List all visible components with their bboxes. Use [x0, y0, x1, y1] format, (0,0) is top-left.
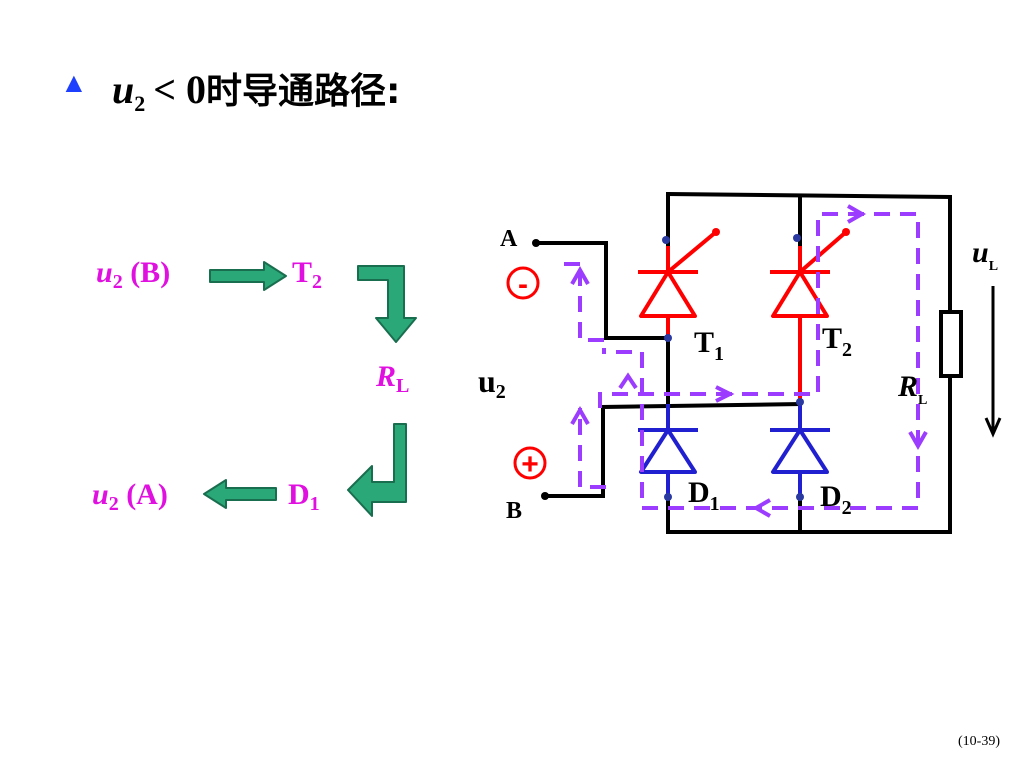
flow-arrow-left-icon [203, 479, 277, 509]
minus-polarity-icon: - [506, 266, 540, 301]
flow-step-u2-a: u2 (A) [92, 478, 168, 515]
flow-arrow-down-left-icon [347, 423, 407, 517]
diode-d2-icon [770, 404, 830, 500]
node-b-dot [541, 492, 549, 500]
plus-polarity-icon: + [513, 446, 547, 481]
slide-title: u2 < 0时导通路径: [112, 62, 401, 116]
flow-step4-name: D [288, 478, 310, 511]
d1-label: D1 [688, 476, 720, 515]
title-variable: u [112, 67, 135, 112]
source-label: u2 [478, 363, 506, 403]
diode-d1-icon [638, 404, 698, 500]
flow-step5-sub: 2 [108, 493, 119, 515]
t2-label: T2 [822, 322, 852, 361]
flow-step-u2-b: u2 (B) [96, 256, 171, 293]
flow-step3-sub: L [396, 375, 410, 397]
node-a-dot [532, 239, 540, 247]
output-voltage-arrow-icon [984, 286, 1002, 438]
title-text: 时导通路径: [206, 71, 401, 112]
thyristor-t2-icon [770, 230, 848, 400]
thyristor-t1-icon [638, 230, 718, 336]
load-resistor-icon [939, 310, 963, 378]
flow-step1-var: u [96, 256, 113, 289]
node-b-label: B [506, 498, 522, 524]
current-path [560, 212, 920, 510]
t1-label: T1 [694, 326, 724, 365]
flow-step-t2: T2 [292, 256, 323, 293]
flow-step2-sub: 2 [312, 271, 323, 293]
page-number: (10-39) [958, 734, 1000, 749]
load-label: RL [897, 370, 927, 408]
svg-text:-: - [518, 268, 528, 301]
flow-step5-terminal: (A) [126, 478, 168, 511]
bullet-triangle-icon: ▲ [60, 68, 88, 99]
flow-step1-sub: 2 [112, 271, 123, 293]
output-label: uL [972, 236, 998, 274]
flow-step3-name: R [376, 360, 397, 393]
title-relation: < 0 [153, 67, 207, 112]
flow-step-d1: D1 [288, 478, 320, 515]
node-a-label: A [500, 226, 518, 252]
d2-label: D2 [820, 480, 852, 519]
flow-step-rl: RL [376, 360, 410, 397]
svg-text:+: + [521, 448, 539, 481]
flow-step4-sub: 1 [309, 493, 320, 515]
title-subscript: 2 [134, 91, 146, 116]
flow-step2-name: T [292, 256, 313, 289]
flow-step1-terminal: (B) [130, 256, 171, 289]
flow-step5-var: u [92, 478, 109, 511]
flow-arrow-down-icon [357, 265, 417, 343]
flow-arrow-right-icon [209, 261, 287, 291]
